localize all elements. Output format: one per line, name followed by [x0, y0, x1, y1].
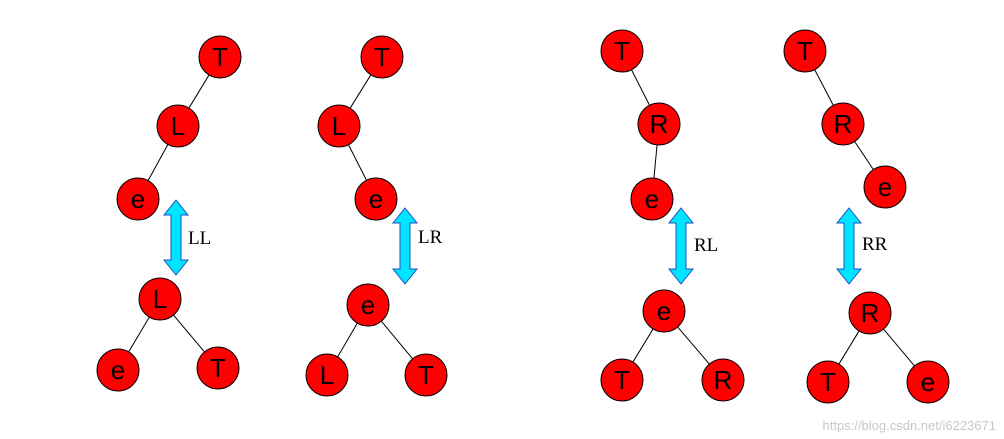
- ll-before-grandchild-node-label: e: [131, 184, 145, 214]
- rr-after-right-node: e: [906, 360, 950, 404]
- rr-rotation-arrow: [835, 207, 863, 285]
- ll-before-grandchild-node-circle: [116, 177, 160, 221]
- ll-before-edge-child-grandchild: [147, 144, 169, 181]
- rr-after-left-node: T: [806, 360, 850, 404]
- lr-after-root-node-circle: [346, 283, 390, 327]
- lr-after-root-node: e: [346, 283, 390, 327]
- rr-rotation-label: RR: [862, 234, 888, 255]
- ll-before-child-node: L: [156, 104, 200, 148]
- lr-before-root-node: T: [360, 35, 404, 79]
- rr-before-child-node-circle: [821, 102, 865, 146]
- rl-before-edge-root-child: [631, 69, 650, 106]
- lr-before-child-node-label: L: [332, 111, 346, 141]
- lr-before-root-node-label: T: [374, 42, 390, 72]
- rr-after-root-node-label: R: [861, 298, 880, 328]
- ll-before-edge-root-child: [188, 74, 210, 109]
- rl-before-child-node-circle: [637, 102, 681, 146]
- rr-after-left-node-circle: [806, 360, 850, 404]
- ll-after-edge-right: [173, 314, 205, 353]
- rl-after-edge-right: [677, 326, 710, 365]
- ll-before-root-node-circle: [198, 35, 242, 79]
- rl-after-left-node: T: [600, 358, 644, 402]
- lr-before-grandchild-node-label: e: [369, 184, 383, 214]
- ll-after-right-node-circle: [196, 346, 240, 390]
- rr-after-right-node-label: e: [921, 367, 935, 397]
- rr-after-edge-right: [883, 328, 915, 367]
- rr-before-root-node-circle: [783, 29, 827, 73]
- rr-before-grandchild-node-label: e: [878, 172, 892, 202]
- ll-after-right-node: T: [196, 346, 240, 390]
- rl-after-edge-left: [632, 328, 654, 363]
- lr-before-edge-root-child: [349, 74, 372, 109]
- rl-before-root-node: T: [600, 29, 644, 73]
- rr-after-root-node-circle: [848, 291, 892, 335]
- rr-before-root-node-label: T: [797, 36, 813, 66]
- lr-after-left-node-label: L: [320, 360, 334, 390]
- ll-rotation-arrow: [162, 199, 190, 276]
- rl-before-child-node: R: [637, 102, 681, 146]
- ll-before-child-node-label: L: [171, 111, 185, 141]
- ll-after-root-node-label: L: [153, 284, 167, 314]
- ll-before-root-node-label: T: [212, 42, 228, 72]
- ll-after-left-node-circle: [96, 348, 140, 392]
- lr-before-grandchild-node-circle: [354, 177, 398, 221]
- rl-after-right-node-circle: [701, 358, 745, 402]
- ll-after-root-node-circle: [138, 277, 182, 321]
- lr-rotation-label: LR: [418, 227, 443, 248]
- rl-after-root-node-circle: [642, 289, 686, 333]
- rr-before-root-node: T: [783, 29, 827, 73]
- rr-after-root-node: R: [848, 291, 892, 335]
- rr-before-child-node: R: [821, 102, 865, 146]
- ll-after-edge-left: [128, 316, 150, 353]
- lr-after-right-node-label: T: [418, 360, 434, 390]
- rl-after-right-node-label: R: [714, 365, 733, 395]
- lr-after-root-node-label: e: [361, 290, 375, 320]
- rr-after-edge-left: [838, 330, 860, 365]
- lr-after-right-node-circle: [404, 353, 448, 397]
- ll-after-right-node-label: T: [210, 353, 226, 383]
- rl-after-left-node-label: T: [614, 365, 630, 395]
- rl-before-grandchild-node-label: e: [645, 184, 659, 214]
- ll-before-grandchild-node: e: [116, 177, 160, 221]
- rr-after-right-node-circle: [906, 360, 950, 404]
- ll-after-left-node-label: e: [111, 355, 125, 385]
- rl-after-root-node: e: [642, 289, 686, 333]
- ll-before-root-node: T: [198, 35, 242, 79]
- rl-before-child-node-label: R: [650, 109, 669, 139]
- lr-after-right-node: T: [404, 353, 448, 397]
- rl-after-right-node: R: [701, 358, 745, 402]
- rr-after-left-node-label: T: [820, 367, 836, 397]
- lr-after-left-node: L: [305, 353, 349, 397]
- rr-before-edge-root-child: [814, 69, 834, 106]
- rl-before-root-node-label: T: [614, 36, 630, 66]
- rr-before-edge-child-grandchild: [854, 141, 874, 170]
- rl-before-grandchild-node-circle: [630, 177, 674, 221]
- rl-before-root-node-circle: [600, 29, 644, 73]
- rl-rotation-label: RL: [694, 235, 718, 256]
- lr-after-left-node-circle: [305, 353, 349, 397]
- ll-rotation-label: LL: [188, 228, 211, 249]
- rl-before-edge-child-grandchild: [653, 144, 658, 179]
- rl-before-grandchild-node: e: [630, 177, 674, 221]
- ll-before-child-node-circle: [156, 104, 200, 148]
- lr-before-edge-child-grandchild: [348, 144, 367, 181]
- lr-after-edge-left: [337, 322, 358, 358]
- rl-after-left-node-circle: [600, 358, 644, 402]
- rr-before-child-node-label: R: [834, 109, 853, 139]
- watermark: https://blog.csdn.net/i6223671: [822, 418, 996, 433]
- lr-before-child-node: L: [317, 104, 361, 148]
- rl-after-root-node-label: e: [657, 296, 671, 326]
- rr-before-grandchild-node-circle: [863, 165, 907, 209]
- lr-before-root-node-circle: [360, 35, 404, 79]
- rr-before-grandchild-node: e: [863, 165, 907, 209]
- lr-rotation-arrow: [391, 207, 419, 285]
- lr-before-grandchild-node: e: [354, 177, 398, 221]
- ll-after-left-node: e: [96, 348, 140, 392]
- rl-rotation-arrow: [667, 207, 695, 285]
- ll-after-root-node: L: [138, 277, 182, 321]
- lr-after-edge-right: [381, 320, 413, 360]
- lr-before-child-node-circle: [317, 104, 361, 148]
